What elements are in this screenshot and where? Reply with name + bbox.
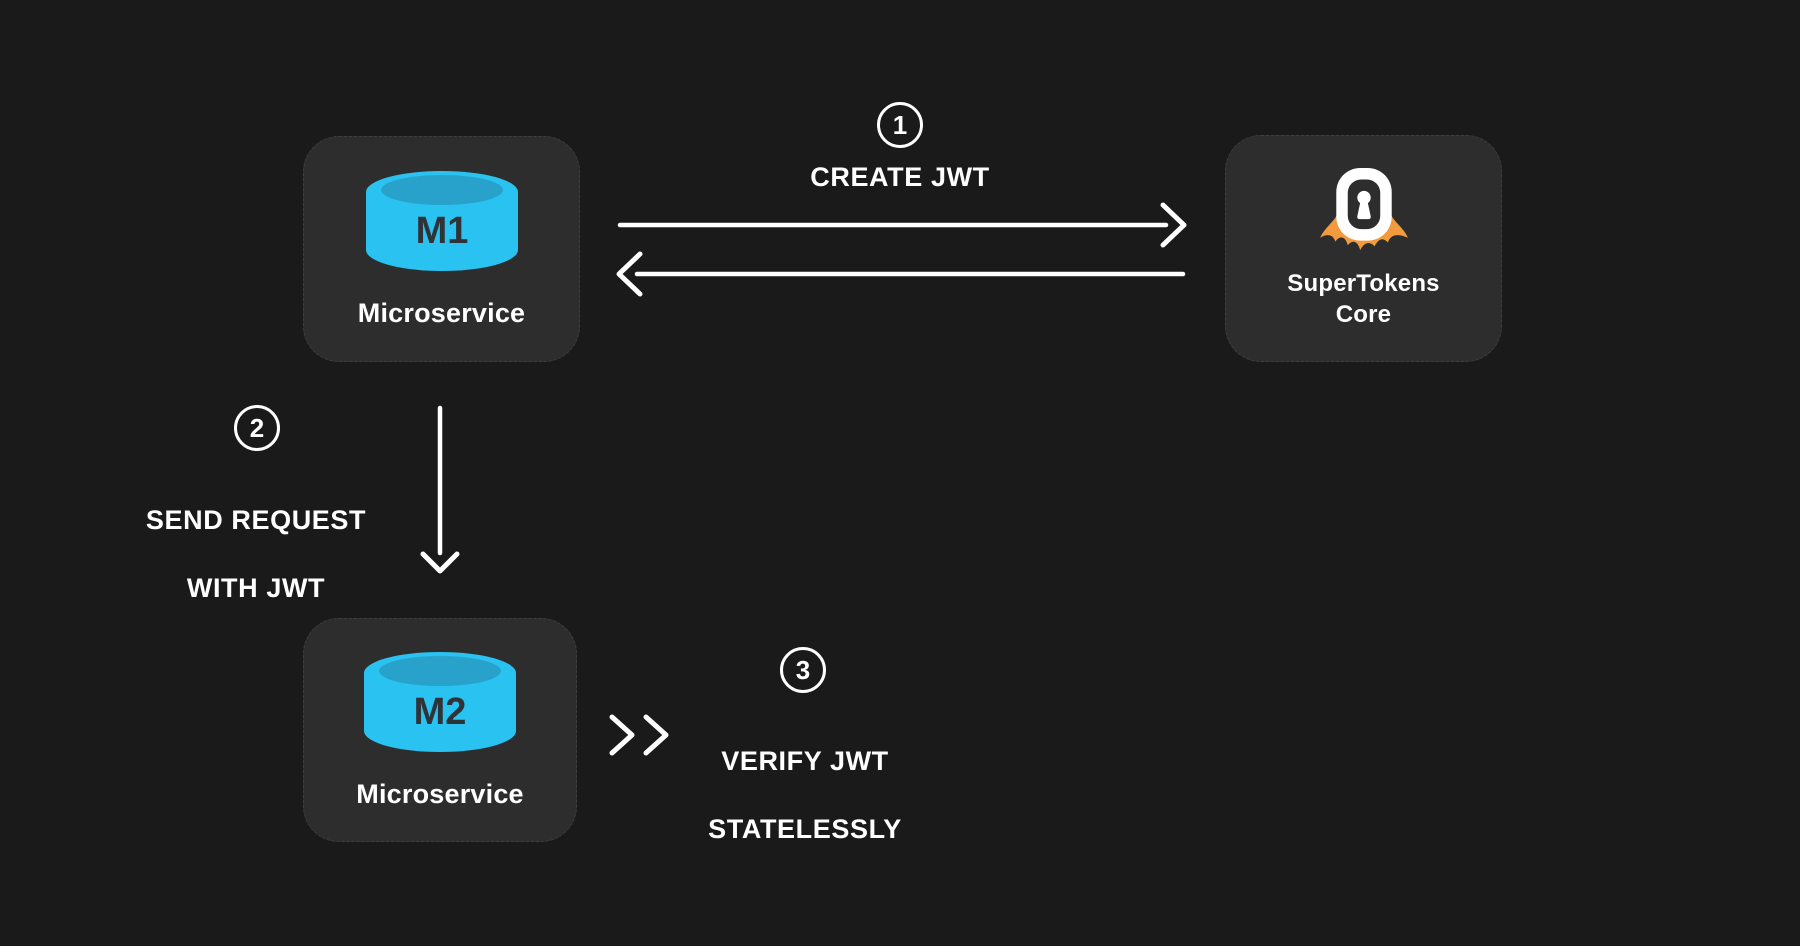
node-label-line2: Core xyxy=(1335,300,1392,328)
step-3-label-line1: VERIFY JWT xyxy=(721,746,889,776)
node-label-m1: Microservice xyxy=(357,298,526,328)
node-m1-microservice: M1 Microservice xyxy=(303,136,580,362)
supertokens-logo-icon xyxy=(1319,167,1408,250)
node-label-supertokens-core: SuperTokens Core xyxy=(1287,268,1439,330)
arrow-m1-to-core xyxy=(617,202,1187,248)
node-m2-microservice: M2 Microservice xyxy=(303,618,577,842)
database-cylinder-icon: M1 xyxy=(365,171,518,271)
step-3-label: VERIFY JWT STATELESSLY xyxy=(645,710,965,880)
cylinder-label-m1: M1 xyxy=(415,210,468,252)
step-2-label-line2: WITH JWT xyxy=(186,573,326,603)
arrow-core-to-m1 xyxy=(616,251,1186,297)
double-chevron-icon xyxy=(609,714,669,756)
node-label-line1: SuperTokens xyxy=(1287,269,1440,297)
step-2-label-line1: SEND REQUEST xyxy=(145,505,367,535)
database-cylinder-icon: M2 xyxy=(364,652,516,752)
step-2-number-badge: 2 xyxy=(234,405,280,451)
node-supertokens-core: SuperTokens Core xyxy=(1225,135,1502,362)
node-label-m2: Microservice xyxy=(356,779,524,809)
arrow-m1-to-m2 xyxy=(420,405,460,574)
step-1-label: CREATE JWT xyxy=(810,162,990,192)
step-3-number-badge: 3 xyxy=(780,647,826,693)
step-3-label-line2: STATELESSLY xyxy=(708,814,902,844)
step-1-number-badge: 1 xyxy=(877,102,923,148)
step-2-label: SEND REQUEST WITH JWT xyxy=(96,469,416,639)
cylinder-label-m2: M2 xyxy=(414,691,467,733)
